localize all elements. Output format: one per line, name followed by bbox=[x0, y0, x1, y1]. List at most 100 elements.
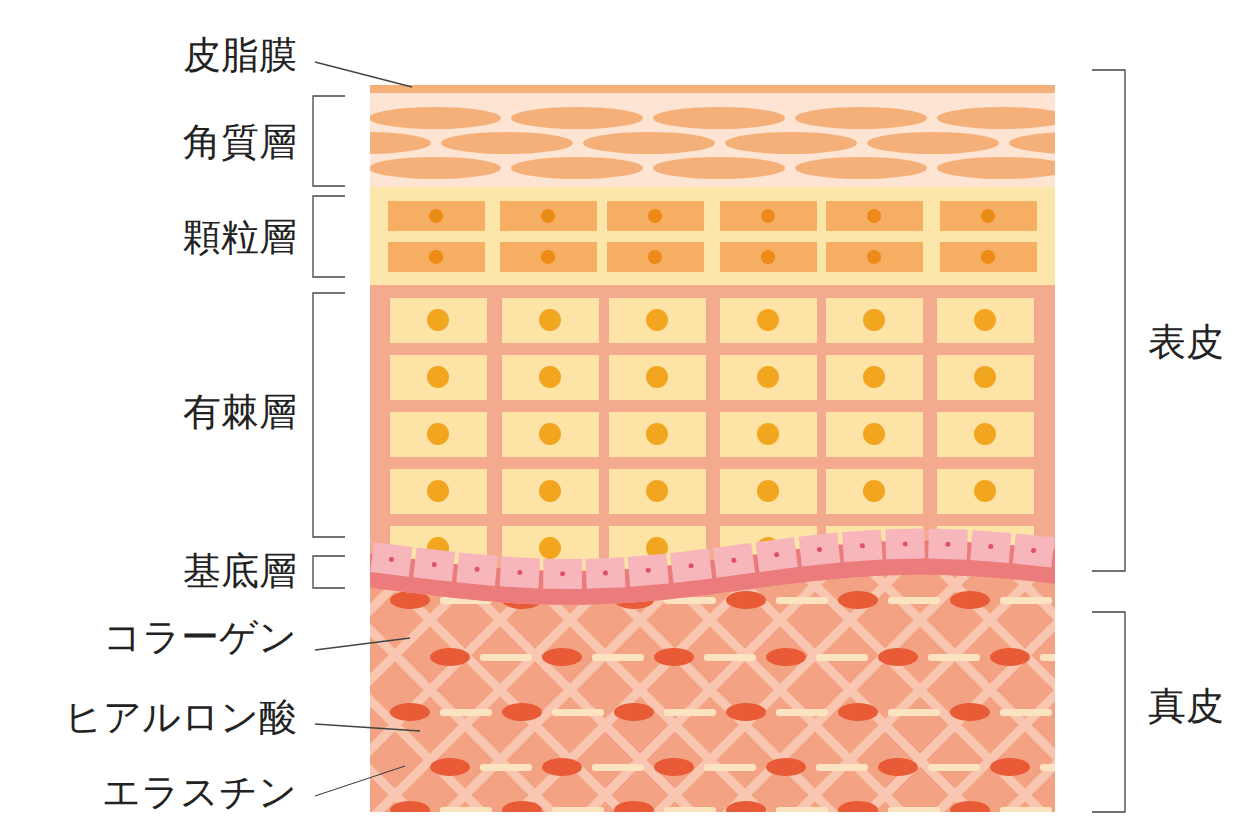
corneocyte bbox=[370, 157, 501, 179]
elastin-fibre bbox=[664, 709, 716, 716]
basal-cell-body bbox=[713, 543, 755, 578]
cell-nucleus bbox=[988, 544, 993, 549]
cell-nucleus bbox=[867, 209, 881, 223]
basal-cell bbox=[928, 529, 968, 560]
collagen-fibre bbox=[650, 560, 910, 820]
cell-nucleus bbox=[427, 366, 449, 388]
cell-nucleus bbox=[474, 566, 479, 571]
cell-nucleus bbox=[646, 309, 668, 331]
spinous-cell bbox=[609, 412, 706, 457]
spinous-cell bbox=[720, 412, 817, 457]
collagen-fibre bbox=[1070, 560, 1257, 820]
spinous-cell bbox=[502, 469, 599, 514]
basal-cell-body bbox=[543, 559, 582, 589]
basal-cell-body bbox=[628, 554, 669, 587]
granular-cell bbox=[720, 242, 817, 272]
fibroblast bbox=[838, 703, 878, 721]
basal-cell-body bbox=[500, 556, 540, 588]
fibroblast bbox=[726, 801, 766, 819]
leader-line bbox=[315, 638, 410, 650]
corneocyte bbox=[653, 157, 785, 179]
fibroblast bbox=[950, 591, 990, 609]
basal-cell bbox=[585, 557, 625, 589]
cell-nucleus bbox=[646, 423, 668, 445]
collagen-fibre bbox=[720, 560, 980, 820]
fibroblast bbox=[726, 591, 766, 609]
fibroblast bbox=[838, 801, 878, 819]
elastin-fibre bbox=[480, 764, 532, 771]
right-bracket bbox=[1092, 70, 1125, 571]
layer-label: 皮脂膜 bbox=[183, 36, 297, 74]
spinous-cell bbox=[502, 412, 599, 457]
spinous-cell bbox=[502, 355, 599, 400]
corneocyte bbox=[867, 132, 999, 154]
collagen-fibre bbox=[0, 560, 70, 820]
elastin-fibre bbox=[776, 597, 828, 604]
cell-nucleus bbox=[646, 568, 651, 573]
basal-cell bbox=[970, 530, 1011, 563]
cell-nucleus bbox=[648, 250, 662, 264]
fibroblast bbox=[726, 703, 766, 721]
elastin-fibre bbox=[816, 764, 868, 771]
collagen-fibre bbox=[1140, 560, 1257, 820]
basal-cell bbox=[370, 542, 412, 576]
elastin-fibre bbox=[888, 597, 940, 604]
fibroblast bbox=[1062, 591, 1102, 609]
collagen-fibre bbox=[1000, 560, 1257, 820]
collagen-fibre bbox=[1140, 560, 1257, 820]
granular-cell bbox=[500, 242, 597, 272]
elastin-fibre bbox=[1112, 807, 1164, 814]
elastin-fibre bbox=[552, 807, 604, 814]
cell-nucleus bbox=[541, 209, 555, 223]
cell-nucleus bbox=[389, 557, 395, 563]
cell-nucleus bbox=[427, 423, 449, 445]
cell-nucleus bbox=[863, 309, 885, 331]
layer-label: 角質層 bbox=[183, 123, 297, 161]
spinous-cell bbox=[390, 469, 487, 514]
cell-nucleus bbox=[646, 480, 668, 502]
cell-nucleus bbox=[757, 366, 779, 388]
corneocyte bbox=[511, 107, 643, 129]
collagen-fibre bbox=[0, 560, 70, 820]
cell-nucleus bbox=[863, 480, 885, 502]
elastin-fibre bbox=[1040, 654, 1092, 661]
cell-nucleus bbox=[541, 250, 555, 264]
basal-cell-body bbox=[885, 529, 924, 560]
basal-cell-body bbox=[413, 547, 455, 581]
collagen-fibre bbox=[1000, 560, 1257, 820]
basal-cell-body bbox=[670, 549, 712, 583]
fibroblast bbox=[766, 758, 806, 776]
fibroblast bbox=[990, 648, 1030, 666]
basal-cell-body bbox=[456, 552, 497, 585]
fibroblast bbox=[614, 801, 654, 819]
corneocyte bbox=[370, 107, 501, 129]
corneocyte bbox=[653, 107, 785, 129]
corneocyte bbox=[795, 157, 927, 179]
corneocyte bbox=[725, 132, 857, 154]
fibroblast bbox=[1062, 801, 1102, 819]
cell-nucleus bbox=[427, 480, 449, 502]
fibroblast bbox=[654, 648, 694, 666]
region-label: 真皮 bbox=[1148, 687, 1224, 725]
basal-cell-body bbox=[842, 530, 883, 563]
spinous-cell bbox=[502, 298, 599, 343]
layer-label: ヒアルロン酸 bbox=[64, 698, 297, 736]
fibroblast bbox=[950, 801, 990, 819]
cell-nucleus bbox=[688, 563, 694, 569]
basal-cell bbox=[1013, 533, 1055, 567]
layer-label: コラーゲン bbox=[103, 618, 297, 656]
cell-nucleus bbox=[560, 571, 565, 576]
cell-nucleus bbox=[1031, 548, 1037, 554]
fibroblast bbox=[614, 703, 654, 721]
corneocyte bbox=[511, 157, 643, 179]
elastin-fibre bbox=[552, 709, 604, 716]
spinous-cell bbox=[390, 412, 487, 457]
elastin-fibre bbox=[776, 709, 828, 716]
spinous-cell bbox=[609, 355, 706, 400]
cell-nucleus bbox=[867, 250, 881, 264]
cell-nucleus bbox=[427, 309, 449, 331]
region-label: 表皮 bbox=[1148, 323, 1224, 361]
elastin-fibre bbox=[888, 709, 940, 716]
elastin-fibre bbox=[480, 654, 532, 661]
basal-cell-body bbox=[928, 529, 968, 560]
